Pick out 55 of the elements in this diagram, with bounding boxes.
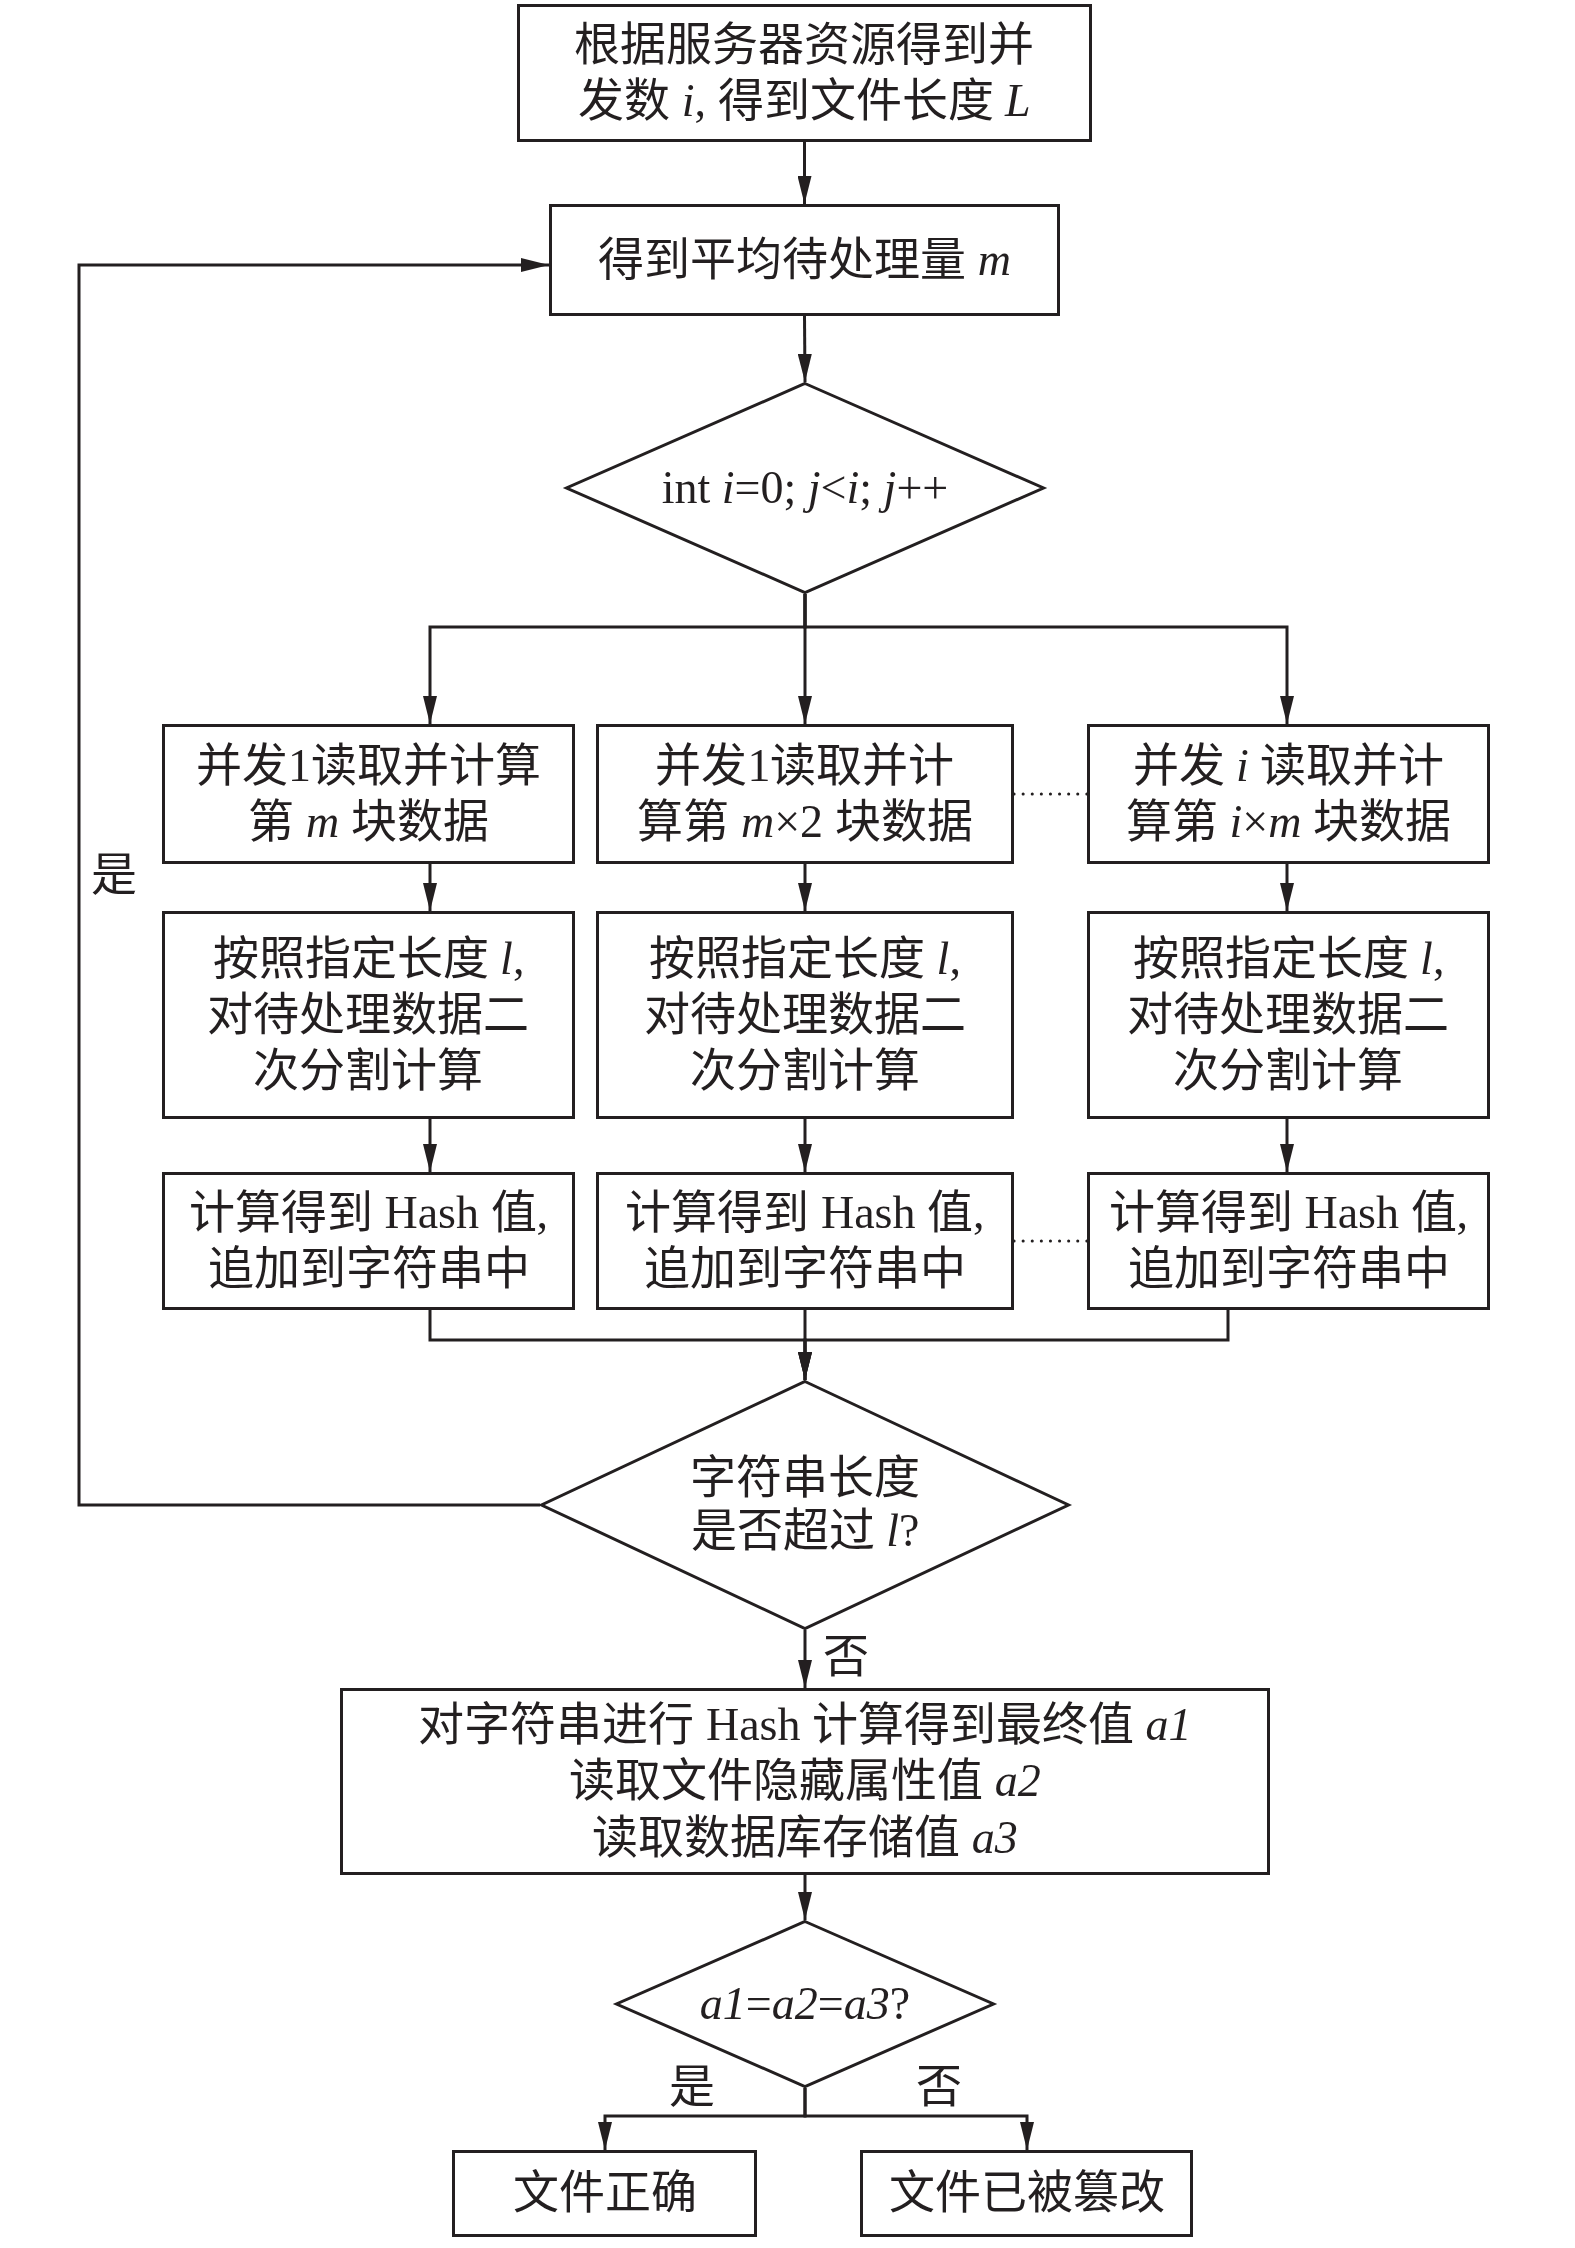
condition-text: 字符串长度是否超过 l? [689,1452,921,1558]
process-box [596,1172,1014,1310]
dotted-line [1012,1239,1089,1243]
process-text: 按照指定长度 l,对待处理数据二次分割计算 [1126,931,1451,1099]
process-text: 对字符串进行 Hash 计算得到最终值 a1 [418,1698,1192,1753]
process-text: 按照指定长度 l,对待处理数据二次分割计算 [206,931,531,1099]
process-text: 读取文件隐藏属性值 a2 [569,1754,1041,1809]
process-box [340,1688,1270,1875]
arrow [803,594,1294,724]
process-box [1087,911,1490,1119]
arrow [797,316,812,382]
edge-label: 否 [822,1634,870,1680]
process-box [549,204,1060,316]
condition-text: int i=0; j<i; j++ [661,461,949,515]
result-box [452,2150,757,2237]
process-box [517,4,1092,142]
arrow [798,1310,1230,1380]
process-text: 并发1读取并计算第 m×2 块数据 [636,738,974,849]
arrow [798,1875,812,1920]
result-box [860,2150,1193,2237]
arrow [1280,1119,1294,1172]
process-box [162,1172,575,1310]
process-text: 并发1读取并计算第 m 块数据 [195,738,542,849]
arrow [803,2088,1034,2150]
arrow [798,1630,812,1688]
process-text: 按照指定长度 l,对待处理数据二次分割计算 [643,931,967,1099]
edge-label: 是 [668,2064,716,2110]
arrow [798,1119,812,1172]
process-text: 根据服务器资源得到并发数 i, 得到文件长度 L [573,17,1036,128]
process-text: 计算得到 Hash 值,追加到字符串中 [624,1185,986,1296]
arrow [798,864,812,911]
process-box [162,724,575,864]
process-box [596,724,1014,864]
process-text: 并发 i 读取并计算第 i×m 块数据 [1125,738,1452,849]
edge-label: 是 [90,852,138,898]
arrow [423,864,437,911]
arrow [797,142,812,204]
process-text: 计算得到 Hash 值,追加到字符串中 [187,1185,549,1296]
arrow [77,258,549,1507]
dotted-line [1012,792,1089,796]
process-box [1087,1172,1490,1310]
process-text: 读取数据库存储值 a3 [592,1810,1018,1865]
result-text: 文件已被篡改 [888,2166,1165,2221]
process-box [596,911,1014,1119]
arrow [423,1119,437,1172]
edge-label: 否 [915,2064,963,2110]
loop-diamond [565,382,1045,594]
process-box [162,911,575,1119]
process-box [1087,724,1490,864]
process-text: 得到平均待处理量 m [598,232,1011,287]
process-text: 计算得到 Hash 值,追加到字符串中 [1107,1185,1469,1296]
condition-text: a1=a2=a3? [699,1977,911,2031]
result-text: 文件正确 [512,2166,697,2221]
decision-diamond [540,1380,1070,1630]
arrow [1280,864,1294,911]
